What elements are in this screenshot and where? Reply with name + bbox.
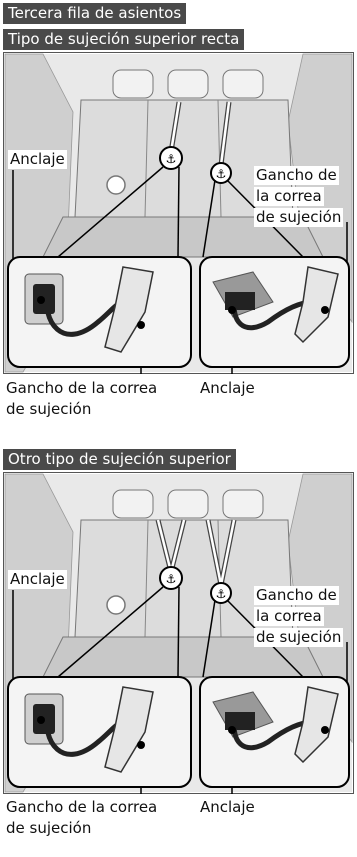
anchor-label-bottom: Anclaje — [200, 379, 255, 397]
hook-label-bottom-2-2: de sujeción — [6, 819, 92, 837]
inset-left-hook — [104, 266, 154, 353]
straight-tether-illustration: ⚓ ⚓ — [3, 52, 354, 374]
inset-left-hook — [104, 686, 154, 773]
hook-label-right-1-2: Gancho de — [254, 586, 339, 605]
anchor-circle-left — [159, 146, 183, 170]
hook-label-right-3-2: de sujeción — [254, 628, 344, 647]
hook-label-bottom-1-2: Gancho de la correa — [6, 798, 158, 816]
anchor-circle-right — [210, 582, 232, 604]
inset-left-strap — [44, 289, 123, 337]
anchor-circle-unused — [106, 175, 126, 195]
hook-label-bottom-2: de sujeción — [6, 400, 92, 418]
anchor-circle-unused — [106, 595, 126, 615]
anchor-label-bottom-2: Anclaje — [200, 798, 255, 816]
svg-text:⚓: ⚓ — [216, 587, 227, 601]
inset-right-hook — [294, 686, 339, 764]
headrest-right — [222, 489, 264, 519]
svg-text:⚓: ⚓ — [216, 167, 227, 181]
hook-label-right-3: de sujeción — [254, 208, 344, 227]
anchor-label-top-left-2: Anclaje — [8, 570, 67, 589]
headrest-left — [112, 489, 154, 519]
headrest-right — [222, 69, 264, 99]
headrest-center — [167, 489, 209, 519]
page-title: Tercera fila de asientos — [3, 3, 187, 24]
inset-right-hook — [294, 266, 339, 344]
other-tether-illustration: ⚓ ⚓ — [3, 472, 354, 794]
section-heading-straight: Tipo de sujeción superior recta — [3, 29, 245, 50]
headrest-center — [167, 69, 209, 99]
headrest-left — [112, 69, 154, 99]
svg-text:⚓: ⚓ — [166, 572, 177, 586]
svg-text:⚓: ⚓ — [166, 152, 177, 166]
inset-left-strap — [44, 709, 123, 757]
anchor-circle-right — [210, 162, 232, 184]
anchor-label-top-left: Anclaje — [8, 150, 67, 169]
hook-label-right-1: Gancho de — [254, 166, 339, 185]
anchor-circle-left — [159, 566, 183, 590]
hook-label-right-2-2: la correa — [254, 607, 324, 626]
hook-label-right-2: la correa — [254, 187, 324, 206]
hook-label-bottom-1: Gancho de la correa — [6, 379, 158, 397]
section-heading-other: Otro tipo de sujeción superior — [3, 449, 236, 470]
